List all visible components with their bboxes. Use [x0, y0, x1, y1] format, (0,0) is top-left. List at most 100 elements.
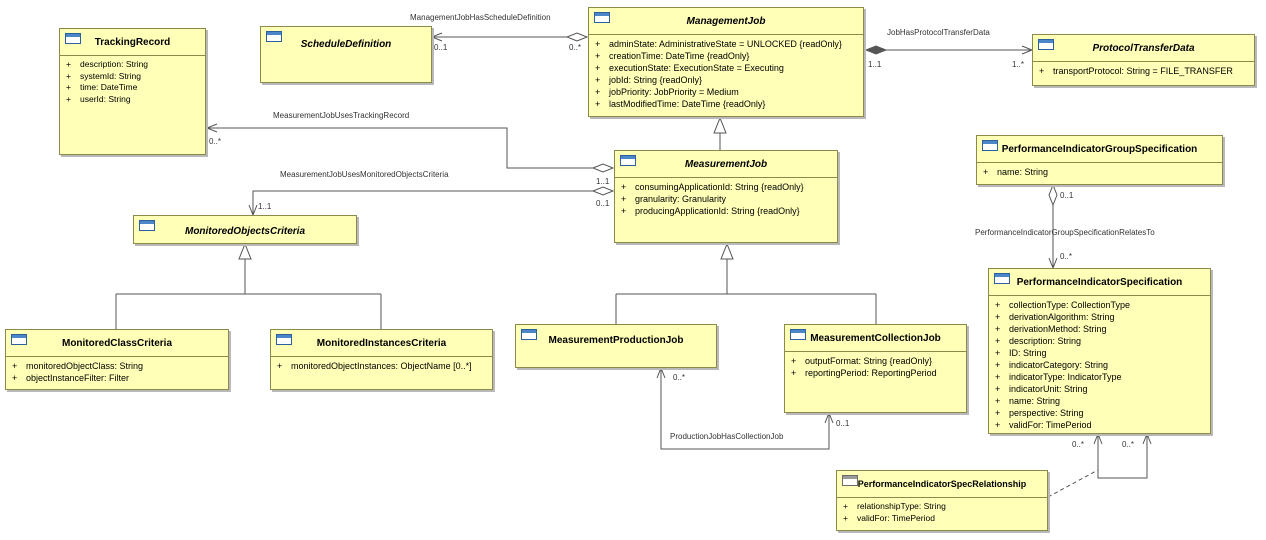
class-icon — [620, 155, 636, 166]
class-icon — [982, 140, 998, 151]
class-icon — [594, 12, 610, 23]
assoc-mj-schedule-mult-b: 0..* — [569, 43, 582, 52]
class-pi-spec-relationship[interactable]: PerformanceIndicatorSpecRelationship rel… — [836, 470, 1048, 531]
class-attribute: producingApplicationId: String {readOnly… — [615, 205, 837, 217]
assoc-prod-coll-mult-b: 0..1 — [836, 419, 850, 428]
class-name: ScheduleDefinition — [300, 39, 392, 50]
class-attribute: indicatorCategory: String — [989, 359, 1210, 371]
assoc-pigs-pis-line — [1048, 183, 1058, 270]
class-attribute: creationTime: DateTime {readOnly} — [589, 50, 863, 62]
class-name: MeasurementProductionJob — [548, 335, 684, 346]
assoc-prod-coll-line — [656, 366, 834, 450]
class-attribute: collectionType: CollectionType — [989, 299, 1210, 311]
assoc-mj-protocol-line — [864, 45, 1034, 55]
class-pi-spec[interactable]: PerformanceIndicatorSpecification collec… — [988, 268, 1211, 434]
class-icon — [1038, 39, 1054, 50]
assoc-mj-protocol-mult-b: 1..* — [1012, 60, 1025, 69]
class-icon — [276, 334, 292, 345]
class-name: PerformanceIndicatorSpecification — [1016, 277, 1183, 288]
assoc-pis-self-mult-a: 0..* — [1072, 440, 1085, 449]
assoc-pigs-pis-mult-a: 0..1 — [1060, 191, 1074, 200]
class-measurement-job[interactable]: MeasurementJob consumingApplicationId: S… — [614, 150, 838, 243]
class-attribute: name: String — [989, 395, 1210, 407]
class-attribute: relationshipType: String — [837, 501, 1047, 513]
class-attribute: perspective: String — [989, 407, 1210, 419]
class-attribute: jobPriority: JobPriority = Medium — [589, 86, 863, 98]
class-attribute: indicatorUnit: String — [989, 383, 1210, 395]
class-attribute: time: DateTime — [60, 82, 205, 94]
class-measurement-collection-job[interactable]: MeasurementCollectionJob outputFormat: S… — [784, 324, 967, 413]
class-monitored-objects-criteria[interactable]: MonitoredObjectsCriteria — [133, 215, 357, 244]
assoc-mj-monitored-line — [248, 186, 615, 217]
class-attribute: objectInstanceFilter: Filter — [6, 372, 228, 384]
assoc-prod-coll-mult-a: 0..* — [673, 373, 686, 382]
class-attribute: validFor: TimePeriod — [837, 513, 1047, 525]
assoc-mj-schedule-line — [430, 32, 589, 42]
class-attribute: validFor: TimePeriod — [989, 419, 1210, 431]
class-attribute: adminState: AdministrativeState = UNLOCK… — [589, 38, 863, 50]
assoc-mj-monitored-mult-b: 0..1 — [596, 199, 610, 208]
class-attribute: executionState: ExecutionState = Executi… — [589, 62, 863, 74]
class-name: MonitoredClassCriteria — [61, 338, 173, 349]
assoc-pis-self-mult-b: 0..* — [1122, 440, 1135, 449]
class-attribute: jobId: String {readOnly} — [589, 74, 863, 86]
assoc-mj-monitored-mult-a: 1..1 — [258, 202, 272, 211]
class-name: ProtocolTransferData — [1092, 43, 1195, 54]
class-name: MonitoredObjectsCriteria — [184, 226, 306, 237]
class-icon — [521, 329, 537, 340]
class-name: PerformanceIndicatorGroupSpecification — [1001, 144, 1198, 155]
assoc-mj-tracking-name: MeasurementJobUsesTrackingRecord — [273, 111, 410, 120]
assoc-mj-tracking-line — [205, 123, 615, 173]
class-management-job[interactable]: ManagementJob adminState: Administrative… — [588, 7, 864, 117]
class-icon — [139, 220, 155, 231]
class-icon — [994, 273, 1010, 284]
assoc-mj-protocol-name: JobHasProtocolTransferData — [887, 28, 990, 37]
assoc-mj-protocol-mult-a: 1..1 — [868, 60, 882, 69]
assoc-prod-coll-name: ProductionJobHasCollectionJob — [670, 432, 784, 441]
assoc-mj-tracking-mult-a: 0..* — [209, 137, 222, 146]
class-measurement-production-job[interactable]: MeasurementProductionJob — [515, 324, 717, 368]
class-attribute: description: String — [60, 59, 205, 71]
class-attribute: userId: String — [60, 94, 205, 106]
class-name: MonitoredInstancesCriteria — [316, 338, 447, 349]
generalization-measurement-jobs — [615, 242, 877, 324]
class-attribute: systemId: String — [60, 71, 205, 83]
generalization-monitored-criteria — [115, 242, 382, 329]
class-name: MeasurementCollectionJob — [810, 333, 941, 344]
generalization-measurementjob — [713, 116, 727, 150]
assoc-class-link — [1047, 469, 1099, 498]
class-tracking-record[interactable]: TrackingRecord description: String syste… — [59, 28, 206, 155]
class-attribute: name: String — [977, 166, 1222, 178]
class-attribute: indicatorType: IndicatorType — [989, 371, 1210, 383]
class-attribute: consumingApplicationId: String {readOnly… — [615, 181, 837, 193]
class-attribute: monitoredObjectInstances: ObjectName [0.… — [271, 360, 492, 372]
assoc-mj-tracking-mult-b: 1..1 — [596, 177, 610, 186]
class-attribute: derivationAlgorithm: String — [989, 311, 1210, 323]
assoc-pis-self-line — [1093, 432, 1152, 479]
class-attribute: granularity: Granularity — [615, 193, 837, 205]
class-icon — [790, 329, 806, 340]
class-protocol-transfer-data[interactable]: ProtocolTransferData transportProtocol: … — [1032, 34, 1255, 86]
assoc-pigs-pis-mult-b: 0..* — [1060, 252, 1073, 261]
association-class-icon — [842, 475, 858, 486]
class-name: PerformanceIndicatorSpecRelationship — [857, 479, 1027, 489]
class-name: MeasurementJob — [684, 159, 768, 170]
class-attribute: outputFormat: String {readOnly} — [785, 355, 966, 367]
assoc-pigs-pis-name: PerformanceIndicatorGroupSpecificationRe… — [975, 228, 1155, 237]
class-attribute: monitoredObjectClass: String — [6, 360, 228, 372]
class-attribute: lastModifiedTime: DateTime {readOnly} — [589, 98, 863, 110]
class-monitored-class-criteria[interactable]: MonitoredClassCriteria monitoredObjectCl… — [5, 329, 229, 390]
class-pi-group-spec[interactable]: PerformanceIndicatorGroupSpecification n… — [976, 135, 1223, 185]
class-icon — [266, 31, 282, 42]
assoc-mj-schedule-name: ManagementJobHasScheduleDefinition — [410, 13, 551, 22]
class-attribute: description: String — [989, 335, 1210, 347]
assoc-mj-schedule-mult-a: 0..1 — [434, 43, 448, 52]
assoc-mj-monitored-name: MeasurementJobUsesMonitoredObjectsCriter… — [280, 170, 449, 179]
class-attribute: transportProtocol: String = FILE_TRANSFE… — [1033, 65, 1254, 77]
class-monitored-instances-criteria[interactable]: MonitoredInstancesCriteria monitoredObje… — [270, 329, 493, 390]
class-attribute: ID: String — [989, 347, 1210, 359]
class-name: TrackingRecord — [94, 37, 171, 48]
class-schedule-definition[interactable]: ScheduleDefinition — [260, 26, 432, 83]
class-name: ManagementJob — [686, 16, 766, 27]
class-icon — [65, 33, 81, 44]
